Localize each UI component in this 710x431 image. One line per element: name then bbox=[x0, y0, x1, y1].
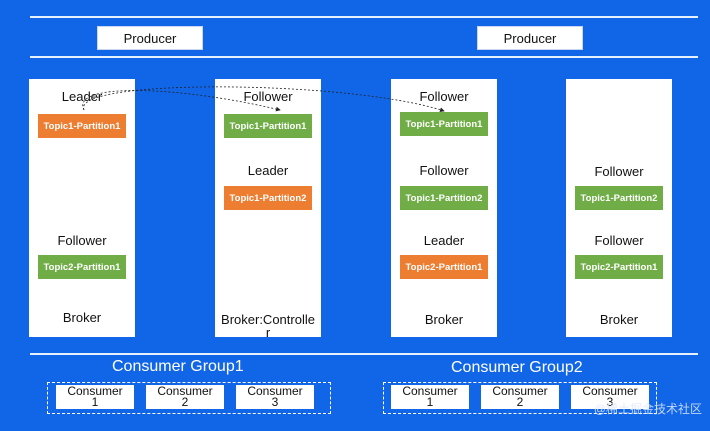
divider-producer-bottom bbox=[30, 56, 698, 58]
role-label: Follower bbox=[594, 233, 644, 248]
consumer-box: Consumer 3 bbox=[571, 385, 649, 409]
role-label: Leader bbox=[61, 89, 103, 104]
broker-1: Leader Topic1-Partition1 Follower Topic2… bbox=[29, 79, 135, 337]
broker-label: Broker bbox=[62, 310, 102, 325]
broker-label: Broker:Controller bbox=[221, 312, 315, 340]
consumer-group-1-frame bbox=[47, 382, 331, 414]
consumer-number: 1 bbox=[426, 395, 434, 409]
consumer-label: Consumer bbox=[67, 384, 123, 398]
consumer-number: 2 bbox=[516, 395, 524, 409]
consumer-label: Consumer bbox=[402, 384, 458, 398]
consumer-number: 3 bbox=[271, 395, 279, 409]
producer-box-1: Producer bbox=[97, 26, 203, 50]
consumer-box: Consumer 1 bbox=[56, 385, 134, 409]
divider-consumer-top bbox=[30, 353, 698, 355]
partition-box: Topic2-Partition1 bbox=[38, 255, 126, 279]
consumer-label: Consumer bbox=[247, 384, 303, 398]
partition-box: Topic2-Partition1 bbox=[400, 255, 488, 279]
role-label: Leader bbox=[247, 163, 289, 178]
consumer-group-title: Consumer Group2 bbox=[451, 359, 583, 376]
consumer-group-title: Consumer Group1 bbox=[112, 358, 244, 375]
role-label: Leader bbox=[423, 233, 465, 248]
consumer-label: Consumer bbox=[492, 384, 548, 398]
broker-label: Broker bbox=[424, 312, 464, 327]
consumer-box: Consumer 3 bbox=[236, 385, 314, 409]
replication-arrow-to-broker-2 bbox=[82, 90, 281, 112]
consumer-box: Consumer 2 bbox=[481, 385, 559, 409]
divider-top bbox=[30, 16, 698, 18]
consumer-number: 1 bbox=[91, 395, 99, 409]
consumer-box: Consumer 2 bbox=[146, 385, 224, 409]
consumer-number: 2 bbox=[181, 395, 189, 409]
producer-label: Producer bbox=[503, 30, 557, 46]
partition-box: Topic1-Partition2 bbox=[575, 186, 663, 210]
producer-label: Producer bbox=[123, 30, 177, 46]
watermark-text: @稀土掘金技术社区 bbox=[593, 402, 702, 416]
partition-box: Topic1-Partition1 bbox=[38, 114, 126, 138]
role-label: Follower bbox=[419, 89, 469, 104]
producer-box-2: Producer bbox=[477, 26, 583, 50]
consumer-group-2-frame bbox=[383, 382, 657, 414]
role-label: Follower bbox=[419, 163, 469, 178]
replication-arrow-to-broker-3 bbox=[83, 86, 445, 113]
partition-box: Topic1-Partition1 bbox=[400, 112, 488, 136]
consumer-label: Consumer bbox=[157, 384, 213, 398]
consumer-label: Consumer bbox=[582, 384, 638, 398]
partition-box: Topic1-Partition2 bbox=[400, 186, 488, 210]
broker-4: Follower Topic1-Partition2 Follower Topi… bbox=[566, 79, 672, 337]
broker-label: Broker bbox=[599, 312, 639, 327]
consumer-box: Consumer 1 bbox=[391, 385, 469, 409]
role-label: Follower bbox=[594, 164, 644, 179]
partition-box: Topic2-Partition1 bbox=[575, 255, 663, 279]
broker-2-controller: Follower Topic1-Partition1 Leader Topic1… bbox=[215, 79, 321, 340]
role-label: Follower bbox=[243, 89, 293, 104]
role-label: Follower bbox=[57, 233, 107, 248]
broker-3: Follower Topic1-Partition1 Follower Topi… bbox=[391, 79, 497, 337]
consumer-number: 3 bbox=[606, 395, 614, 409]
partition-box: Topic1-Partition1 bbox=[224, 114, 312, 138]
partition-box: Topic1-Partition2 bbox=[224, 186, 312, 210]
